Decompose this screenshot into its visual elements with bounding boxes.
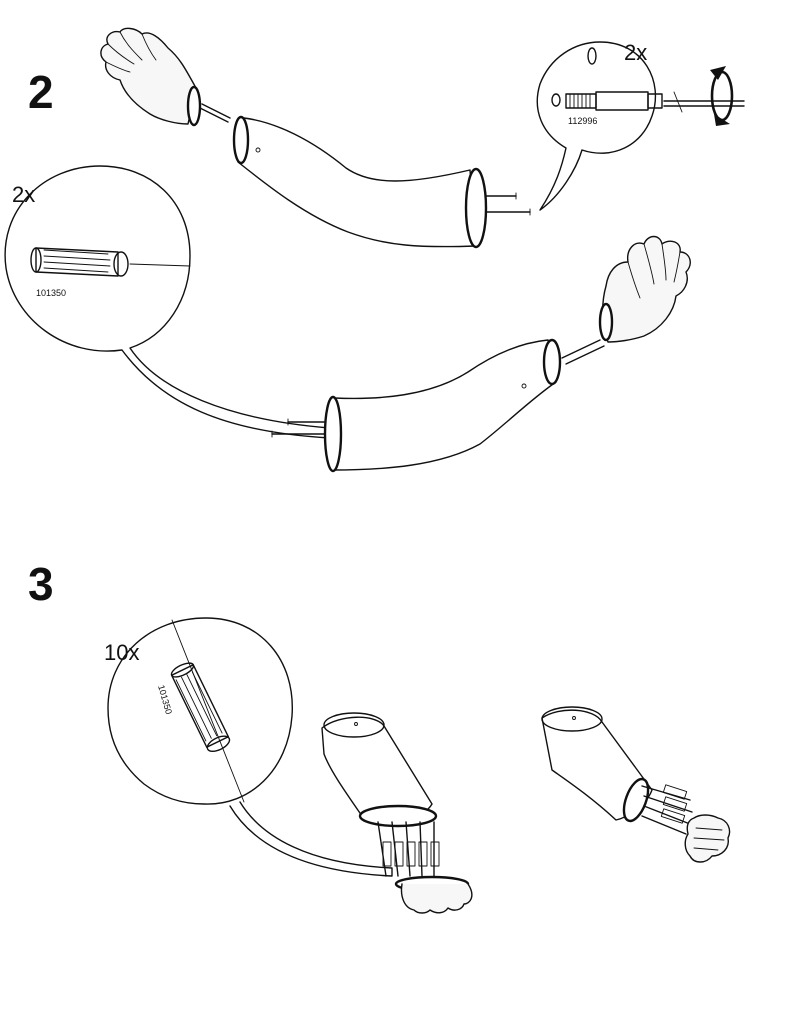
dowel-hand-upper bbox=[199, 103, 231, 123]
foot-right bbox=[541, 706, 731, 863]
step-2: 2 bbox=[4, 27, 745, 473]
dowel-row-right bbox=[641, 784, 693, 835]
callout-dowel: 2x 101350 bbox=[4, 165, 331, 439]
callout-qty: 10x bbox=[104, 640, 139, 665]
hand-upper-left bbox=[100, 27, 202, 127]
callout-qty: 2x bbox=[12, 182, 35, 207]
step-3: 3 10x 101350 bbox=[28, 558, 731, 914]
dowel-hand-lower bbox=[561, 339, 605, 365]
washer-icon bbox=[587, 47, 597, 65]
foot-left bbox=[321, 712, 473, 914]
callout-bolt: 2x 112996 bbox=[536, 40, 663, 211]
rotation-arrow-icon bbox=[710, 66, 734, 126]
callout-qty: 2x bbox=[624, 40, 647, 65]
step-number: 3 bbox=[28, 558, 54, 610]
toes-left bbox=[394, 875, 473, 914]
arm-upper bbox=[232, 115, 488, 249]
callout-dowel-10x: 10x 101350 bbox=[104, 617, 393, 877]
dowel-arm-lower-left bbox=[271, 418, 331, 438]
callout-part-number: 101350 bbox=[36, 288, 66, 298]
callout-part-number: 101350 bbox=[156, 684, 174, 716]
dowel-row-left bbox=[377, 821, 440, 877]
toes-right bbox=[684, 814, 731, 863]
bolt-icon bbox=[565, 91, 663, 111]
step-number: 2 bbox=[28, 66, 54, 118]
dowel-arm-upper-right bbox=[485, 192, 531, 216]
nut-end-icon bbox=[551, 93, 561, 107]
dowel-icon bbox=[30, 247, 129, 277]
dowel-icon bbox=[170, 662, 231, 752]
hand-lower-right bbox=[598, 235, 691, 343]
callout-part-number: 112996 bbox=[568, 116, 597, 126]
arm-lower bbox=[323, 338, 562, 473]
